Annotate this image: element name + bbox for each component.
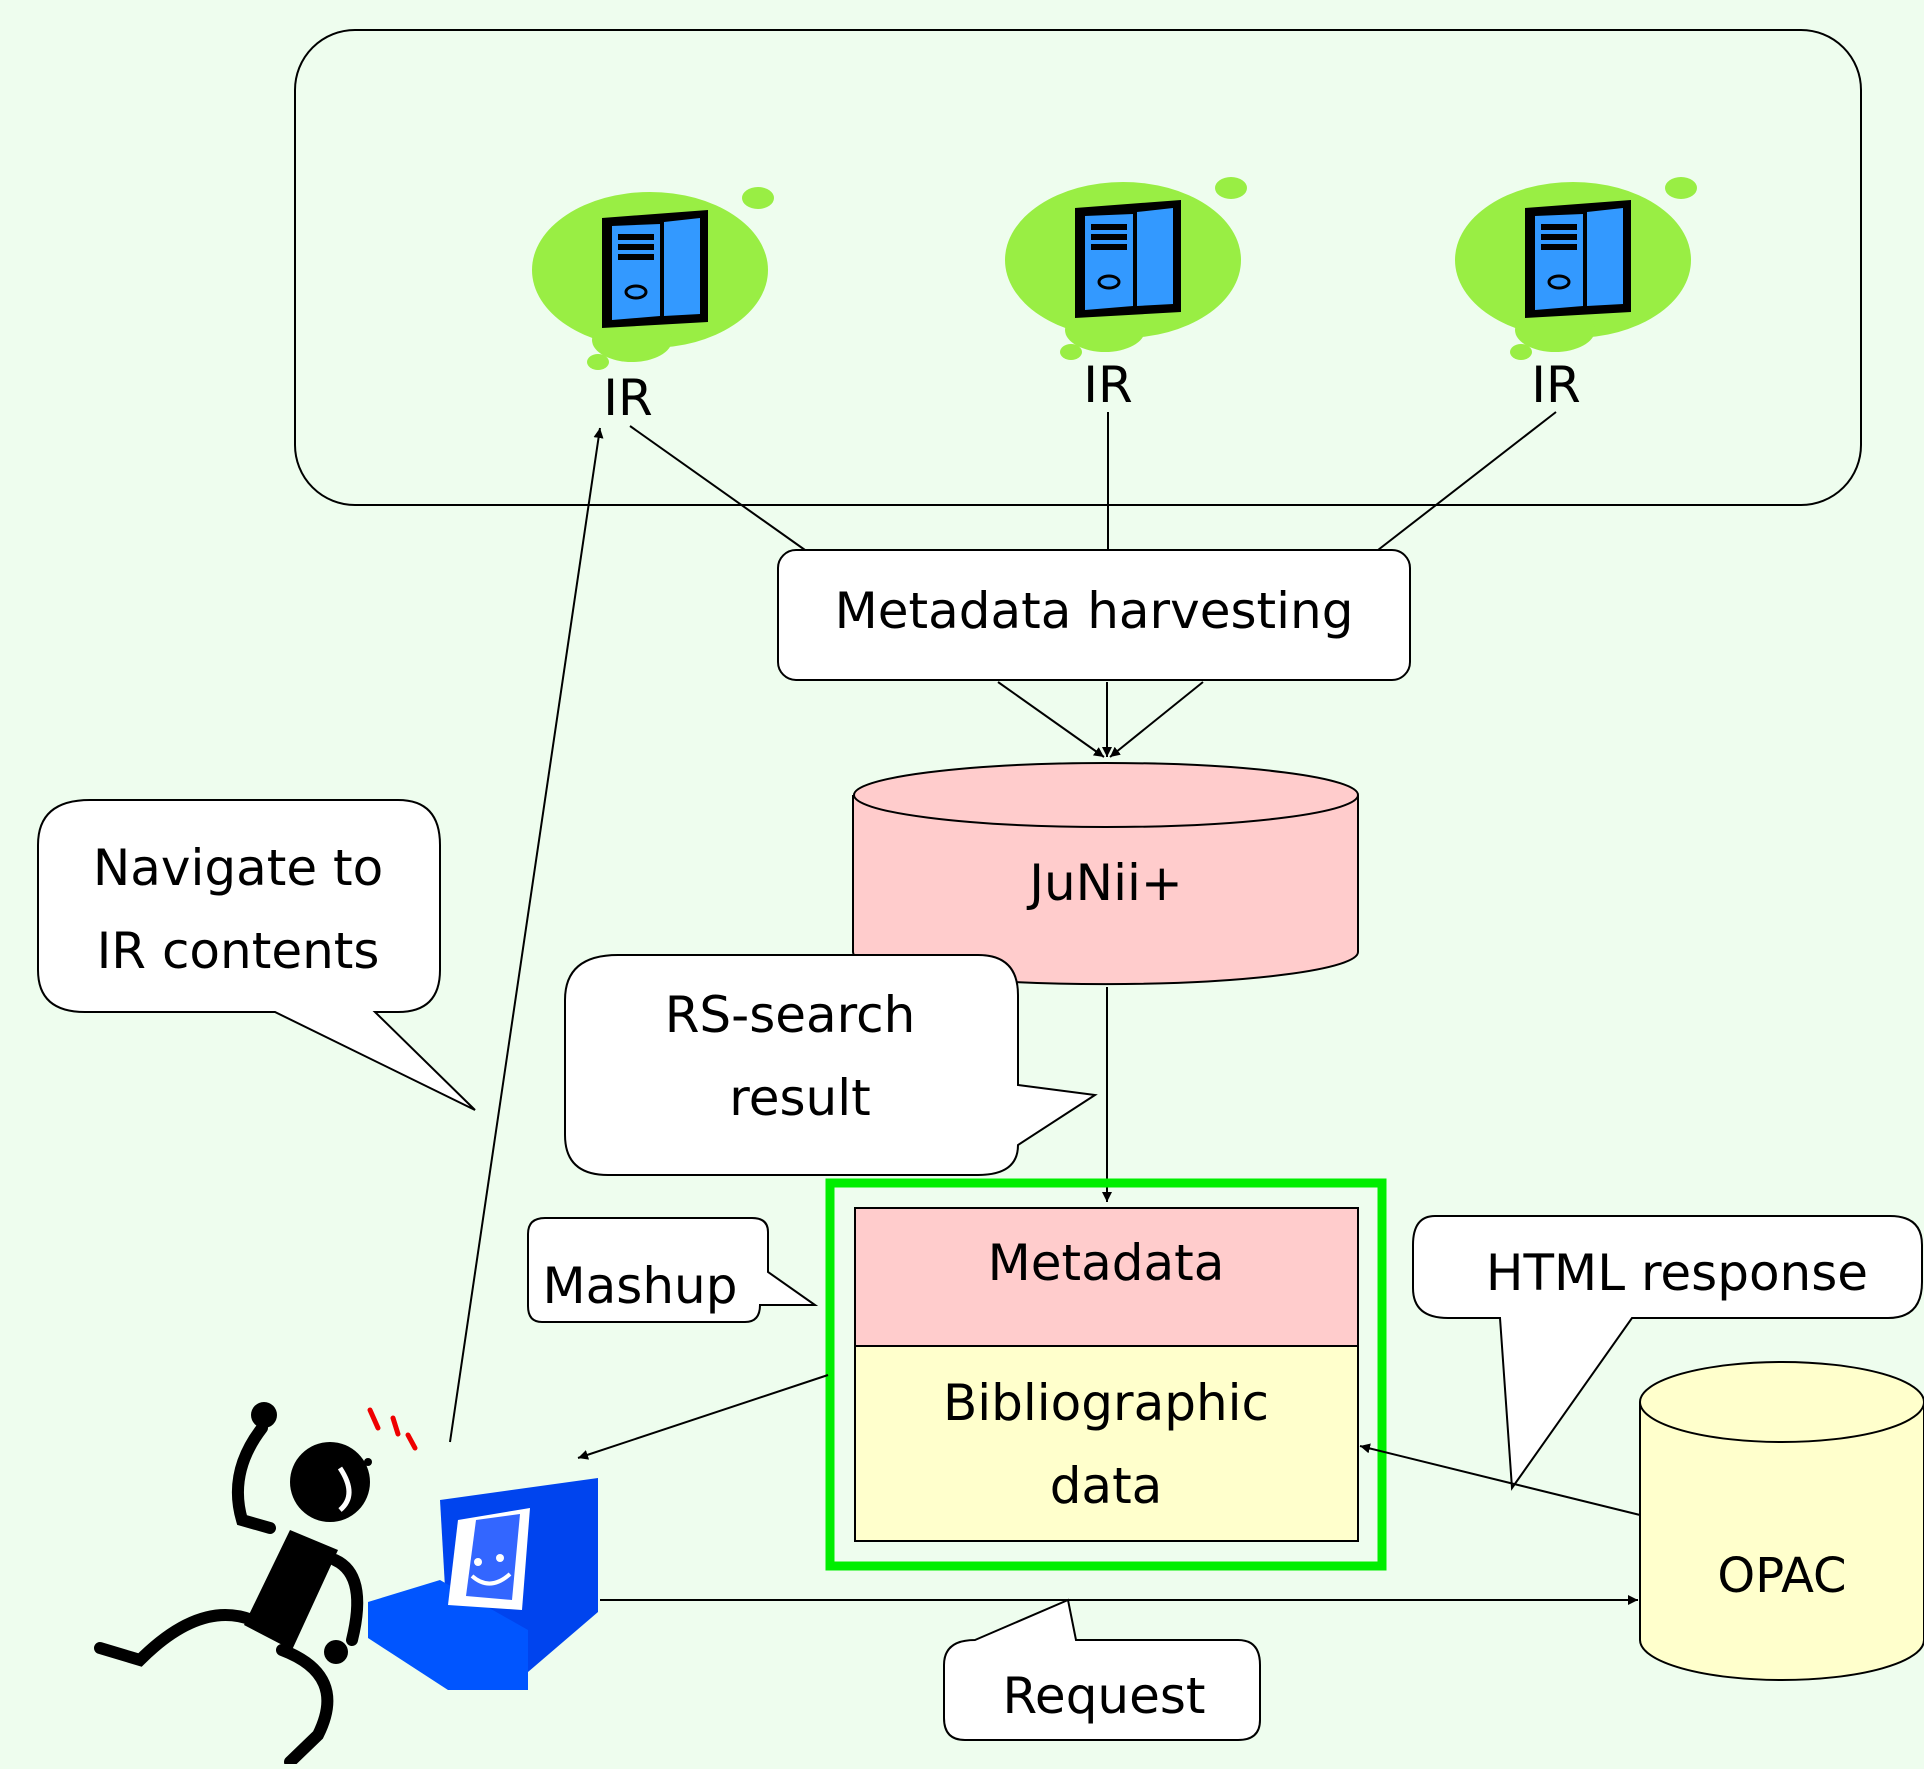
- harvest-label: Metadata harvesting: [835, 582, 1354, 640]
- mashup-frame: [825, 1178, 1387, 1571]
- ir-container: [294, 29, 1862, 506]
- html-response-label: HTML response: [1486, 1244, 1868, 1302]
- html-response-callout: HTML response: [1412, 1215, 1923, 1491]
- navigate-line2: IR contents: [97, 922, 380, 980]
- navigate-arrow: [449, 427, 604, 1443]
- metadata-box: Metadata: [854, 1207, 1359, 1347]
- metadata-label: Metadata: [988, 1234, 1225, 1292]
- server-label: IR: [1083, 356, 1133, 414]
- opac-database: OPAC: [1639, 1361, 1924, 1681]
- computer-icon: [368, 1478, 598, 1690]
- navigate-callout: Navigate to IR contents: [37, 799, 476, 1111]
- server-icon: [1453, 175, 1699, 362]
- server-label: IR: [1531, 356, 1581, 414]
- rs-search-line1: RS-search: [665, 986, 916, 1044]
- database-label: JuNii+: [1026, 854, 1183, 912]
- server-3: IR: [1453, 175, 1699, 414]
- opac-label: OPAC: [1717, 1548, 1846, 1604]
- request-label: Request: [1002, 1667, 1205, 1725]
- junii-database: JuNii+: [852, 762, 1359, 986]
- harvest-arrow-3: [1109, 681, 1204, 758]
- metadata-harvesting-box: Metadata harvesting: [777, 549, 1411, 681]
- mashup-callout: Mashup: [527, 1217, 819, 1323]
- mashup-label: Mashup: [543, 1257, 738, 1315]
- request-callout: Request: [943, 1598, 1261, 1741]
- harvest-link-3: [1377, 411, 1557, 551]
- server-label: IR: [603, 369, 653, 427]
- server-2: IR: [1003, 175, 1249, 414]
- harvest-link-1: [629, 425, 806, 551]
- server-icon: [1003, 175, 1249, 362]
- mashup-to-user-arrow: [577, 1374, 829, 1460]
- biblio-line1: Bibliographic: [943, 1374, 1269, 1432]
- server-1: IR: [530, 185, 776, 427]
- harvest-arrow-1: [997, 681, 1105, 758]
- bibliographic-box: Bibliographic data: [854, 1345, 1359, 1542]
- opac-response-arrow: [1359, 1443, 1641, 1516]
- navigate-line1: Navigate to: [93, 839, 383, 897]
- server-icon: [530, 185, 776, 372]
- biblio-line2: data: [1050, 1457, 1163, 1515]
- rs-search-line2: result: [729, 1069, 870, 1127]
- user-figure: [94, 1402, 418, 1768]
- rs-search-callout: RS-search result: [564, 954, 1098, 1176]
